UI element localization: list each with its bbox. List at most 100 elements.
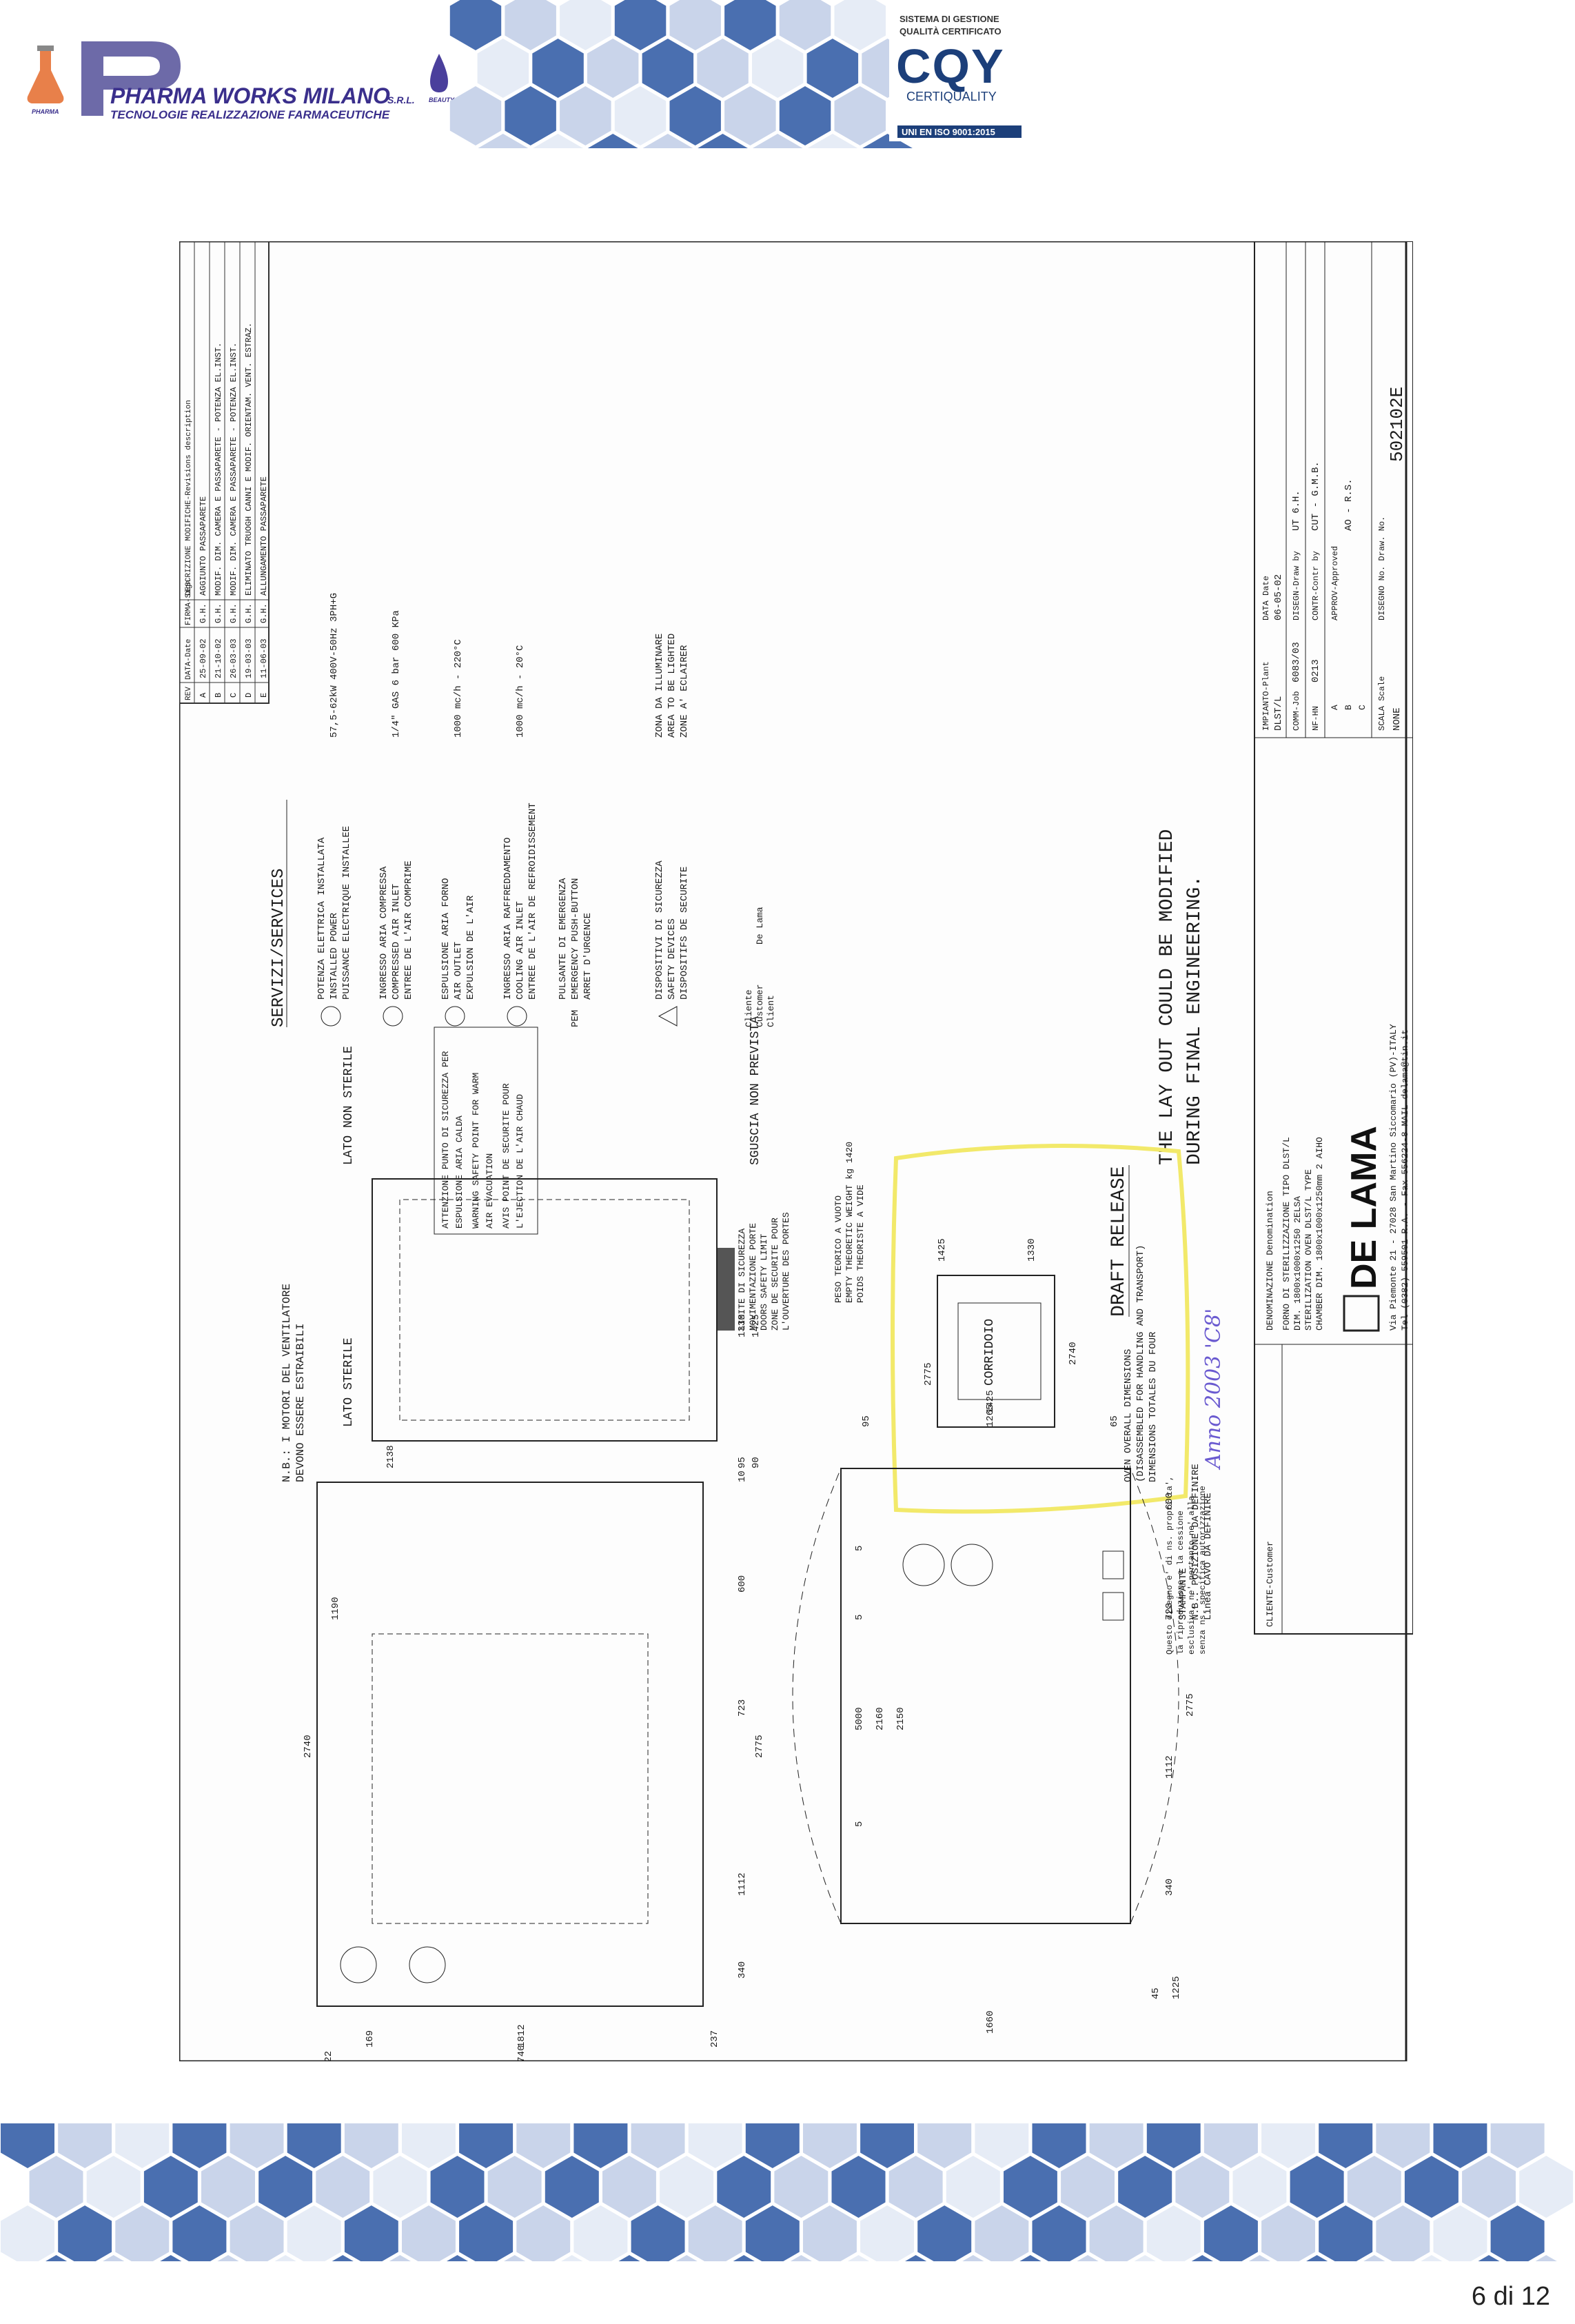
svg-text:IMPIANTO-Plant: IMPIANTO-Plant [1261, 661, 1271, 731]
hexagon-shape [587, 39, 639, 98]
hexagon-shape [1404, 2156, 1459, 2218]
service-item-compressed-air: INGRESSO ARIA COMPRESSA COMPRESSED AIR I… [378, 610, 414, 1027]
hexagon-shape [1118, 2156, 1172, 2218]
customer-lama-legend: Cliente Customer Client De Lama [744, 907, 776, 1027]
hexagon-shape [402, 2205, 456, 2267]
service-item-air-outlet: ESPULSIONE ARIA FORNO AIR OUTLET EXPULSI… [440, 639, 476, 1027]
hexagon-shape [1203, 2205, 1258, 2267]
hexagon-shape [573, 2205, 628, 2267]
page-header: PHARMA PHARMA WORKS MILANO S.R.L. TECNOL… [0, 0, 1575, 193]
svg-text:1812: 1812 [516, 2024, 527, 2048]
power-icon [321, 1006, 341, 1027]
hexagon-shape [834, 86, 886, 145]
svg-text:E: E [259, 693, 269, 698]
printer-note: STAMPANTE N.B.: POSIZIONE DA DEFINIRE Li… [1102, 1464, 1214, 1621]
svg-text:B: B [1343, 705, 1354, 710]
drawing-content: REV DATA-Date FIRMA-Sign DESCRIZIONE MOD… [179, 241, 1414, 2089]
svg-text:PULSANTE DI EMERGENZA: PULSANTE DI EMERGENZA [558, 878, 569, 1000]
hexagon-shape [172, 2205, 227, 2267]
hexagon-shape [697, 39, 749, 98]
customer-label: CLIENTE-Customer [1265, 1541, 1275, 1627]
hexagon-shape [505, 0, 556, 50]
hexagon-shape [631, 2205, 685, 2267]
hexagon-shape [1175, 2156, 1230, 2218]
hexagon-shape [779, 0, 831, 50]
header-graphic: PHARMA PHARMA WORKS MILANO S.R.L. TECNOL… [27, 0, 1027, 193]
hexagon-shape [831, 2156, 886, 2218]
svg-text:21-10-02: 21-10-02 [214, 638, 223, 678]
warning-box: ATTENZIONE PUNTO DI SICUREZZA PER ESPULS… [434, 1027, 538, 1235]
side-view: LATO STERILE LATO NON STERILE SGUSCIA NO… [342, 1016, 762, 1468]
svg-text:600: 600 [737, 1575, 748, 1593]
svg-text:APPROV-Approved: APPROV-Approved [1330, 546, 1340, 620]
motors-note-1: N.B.: I MOTORI DEL VENTILATORE [281, 1284, 293, 1482]
footer-hexagon-band [1, 2106, 1574, 2317]
svg-text:723: 723 [737, 1699, 748, 1717]
svg-text:Linea CAVO DA DEFINIRE: Linea CAVO DA DEFINIRE [1203, 1493, 1214, 1620]
svg-text:25-09-02: 25-09-02 [199, 638, 208, 678]
svg-text:AO - R.S.: AO - R.S. [1343, 478, 1354, 531]
hexagon-shape [688, 2205, 742, 2267]
right-badge: BEAUTY [429, 97, 455, 103]
hexagon-shape [430, 2156, 485, 2218]
svg-text:AGGIUNTO PASSAPARETE: AGGIUNTO PASSAPARETE [199, 496, 208, 596]
svg-text:1190: 1190 [330, 1597, 341, 1620]
hexagon-shape [1433, 2205, 1487, 2267]
svg-text:N.B.: POSIZIONE DA DEFINIRE: N.B.: POSIZIONE DA DEFINIRE [1190, 1464, 1201, 1620]
svg-text:1330: 1330 [1026, 1238, 1037, 1262]
svg-text:1112: 1112 [1164, 1755, 1175, 1779]
air-inlet-icon [383, 1006, 403, 1027]
lato-sterile-label: LATO STERILE [342, 1337, 356, 1427]
hexagon-shape [86, 2156, 141, 2218]
svg-text:DATA Date: DATA Date [1261, 576, 1271, 620]
svg-text:5: 5 [854, 1615, 865, 1620]
flask-icon [27, 46, 64, 103]
svg-text:169: 169 [365, 2030, 376, 2048]
svg-text:1330: 1330 [737, 1314, 748, 1337]
svg-text:1425: 1425 [751, 1314, 762, 1337]
svg-text:G.H.: G.H. [199, 603, 208, 623]
hexagon-shape [803, 2205, 857, 2267]
hexagon-shape [1347, 2156, 1401, 2218]
hexagon-shape [1261, 2205, 1315, 2267]
svg-text:INGRESSO ARIA COMPRESSA: INGRESSO ARIA COMPRESSA [378, 866, 389, 1000]
hexagon-shape [58, 2205, 112, 2267]
svg-text:la riproduzione o la cessione: la riproduzione o la cessione [1176, 1510, 1186, 1655]
svg-text:600: 600 [1164, 1493, 1175, 1510]
revision-row: D 19-03-03 G.H. ELIMINATO TRUOGH CANNI E… [244, 323, 254, 698]
svg-text:WARNING SAFETY POINT FOR WAR: WARNING SAFETY POINT FOR WARM [471, 1073, 481, 1229]
svg-text:OVEN OVERALL DIMENSIONS: OVEN OVERALL DIMENSIONS [1123, 1349, 1134, 1482]
svg-text:Cliente: Cliente [744, 989, 754, 1027]
cert-brand: CQY [896, 39, 1005, 93]
service-item-power: POTENZA ELETTRICA INSTALLATA INSTALLED P… [316, 593, 352, 1027]
brand-address: Via Piemonte 21 - 27028 San Martino Sicc… [1388, 1024, 1399, 1331]
hexagon-shape [560, 86, 611, 145]
sguscia-label: SGUSCIA NON PREVISTA [749, 1016, 762, 1165]
hexagon-shape [1032, 2205, 1086, 2267]
hexagon-shape [860, 2205, 914, 2267]
svg-text:POIDS THEORISTE A VIDE: POIDS THEORISTE A VIDE [855, 1184, 866, 1303]
layout-note-line-1: THE LAY OUT COULD BE MODIFIED [1157, 829, 1178, 1165]
svg-text:2740: 2740 [516, 2045, 527, 2061]
svg-text:SCALA Scale: SCALA Scale [1377, 676, 1387, 731]
svg-text:11-06-03: 11-06-03 [259, 638, 269, 678]
svg-text:26-03-03: 26-03-03 [229, 638, 238, 678]
hexagon-shape [1462, 2156, 1516, 2218]
svg-text:ESPULSIONE ARIA FORNO: ESPULSIONE ARIA FORNO [440, 878, 451, 1000]
svg-text:DIM. 1800x1000x1250 2ELSA: DIM. 1800x1000x1250 2ELSA [1292, 1196, 1303, 1331]
svg-text:LIMITE DI SICUREZZA: LIMITE DI SICUREZZA [737, 1229, 747, 1331]
hexagon-shape [545, 2156, 599, 2218]
air-outlet-icon [445, 1006, 465, 1027]
svg-text:2775: 2775 [1185, 1693, 1196, 1717]
technical-drawing: REV DATA-Date FIRMA-Sign DESCRIZIONE MOD… [178, 240, 1414, 2089]
hexagon-pattern [449, 0, 913, 193]
svg-text:ENTREE DE L'AIR COMPRIME: ENTREE DE L'AIR COMPRIME [403, 860, 414, 1000]
revision-row: C 26-03-03 G.H. MODIF. DIM. CAMERA E PAS… [229, 343, 238, 698]
drawing-number: 502102E [1387, 387, 1408, 462]
revision-row: E 11-06-03 G.H. ALLUNGAMENTO PASSAPARETE [259, 476, 269, 698]
svg-text:5000: 5000 [854, 1707, 865, 1730]
hexagon-shape [532, 39, 584, 98]
hexagon-shape [1232, 2156, 1287, 2218]
svg-text:DOORS SAFETY LIMIT: DOORS SAFETY LIMIT [759, 1233, 769, 1331]
svg-text:2138: 2138 [385, 1445, 396, 1468]
